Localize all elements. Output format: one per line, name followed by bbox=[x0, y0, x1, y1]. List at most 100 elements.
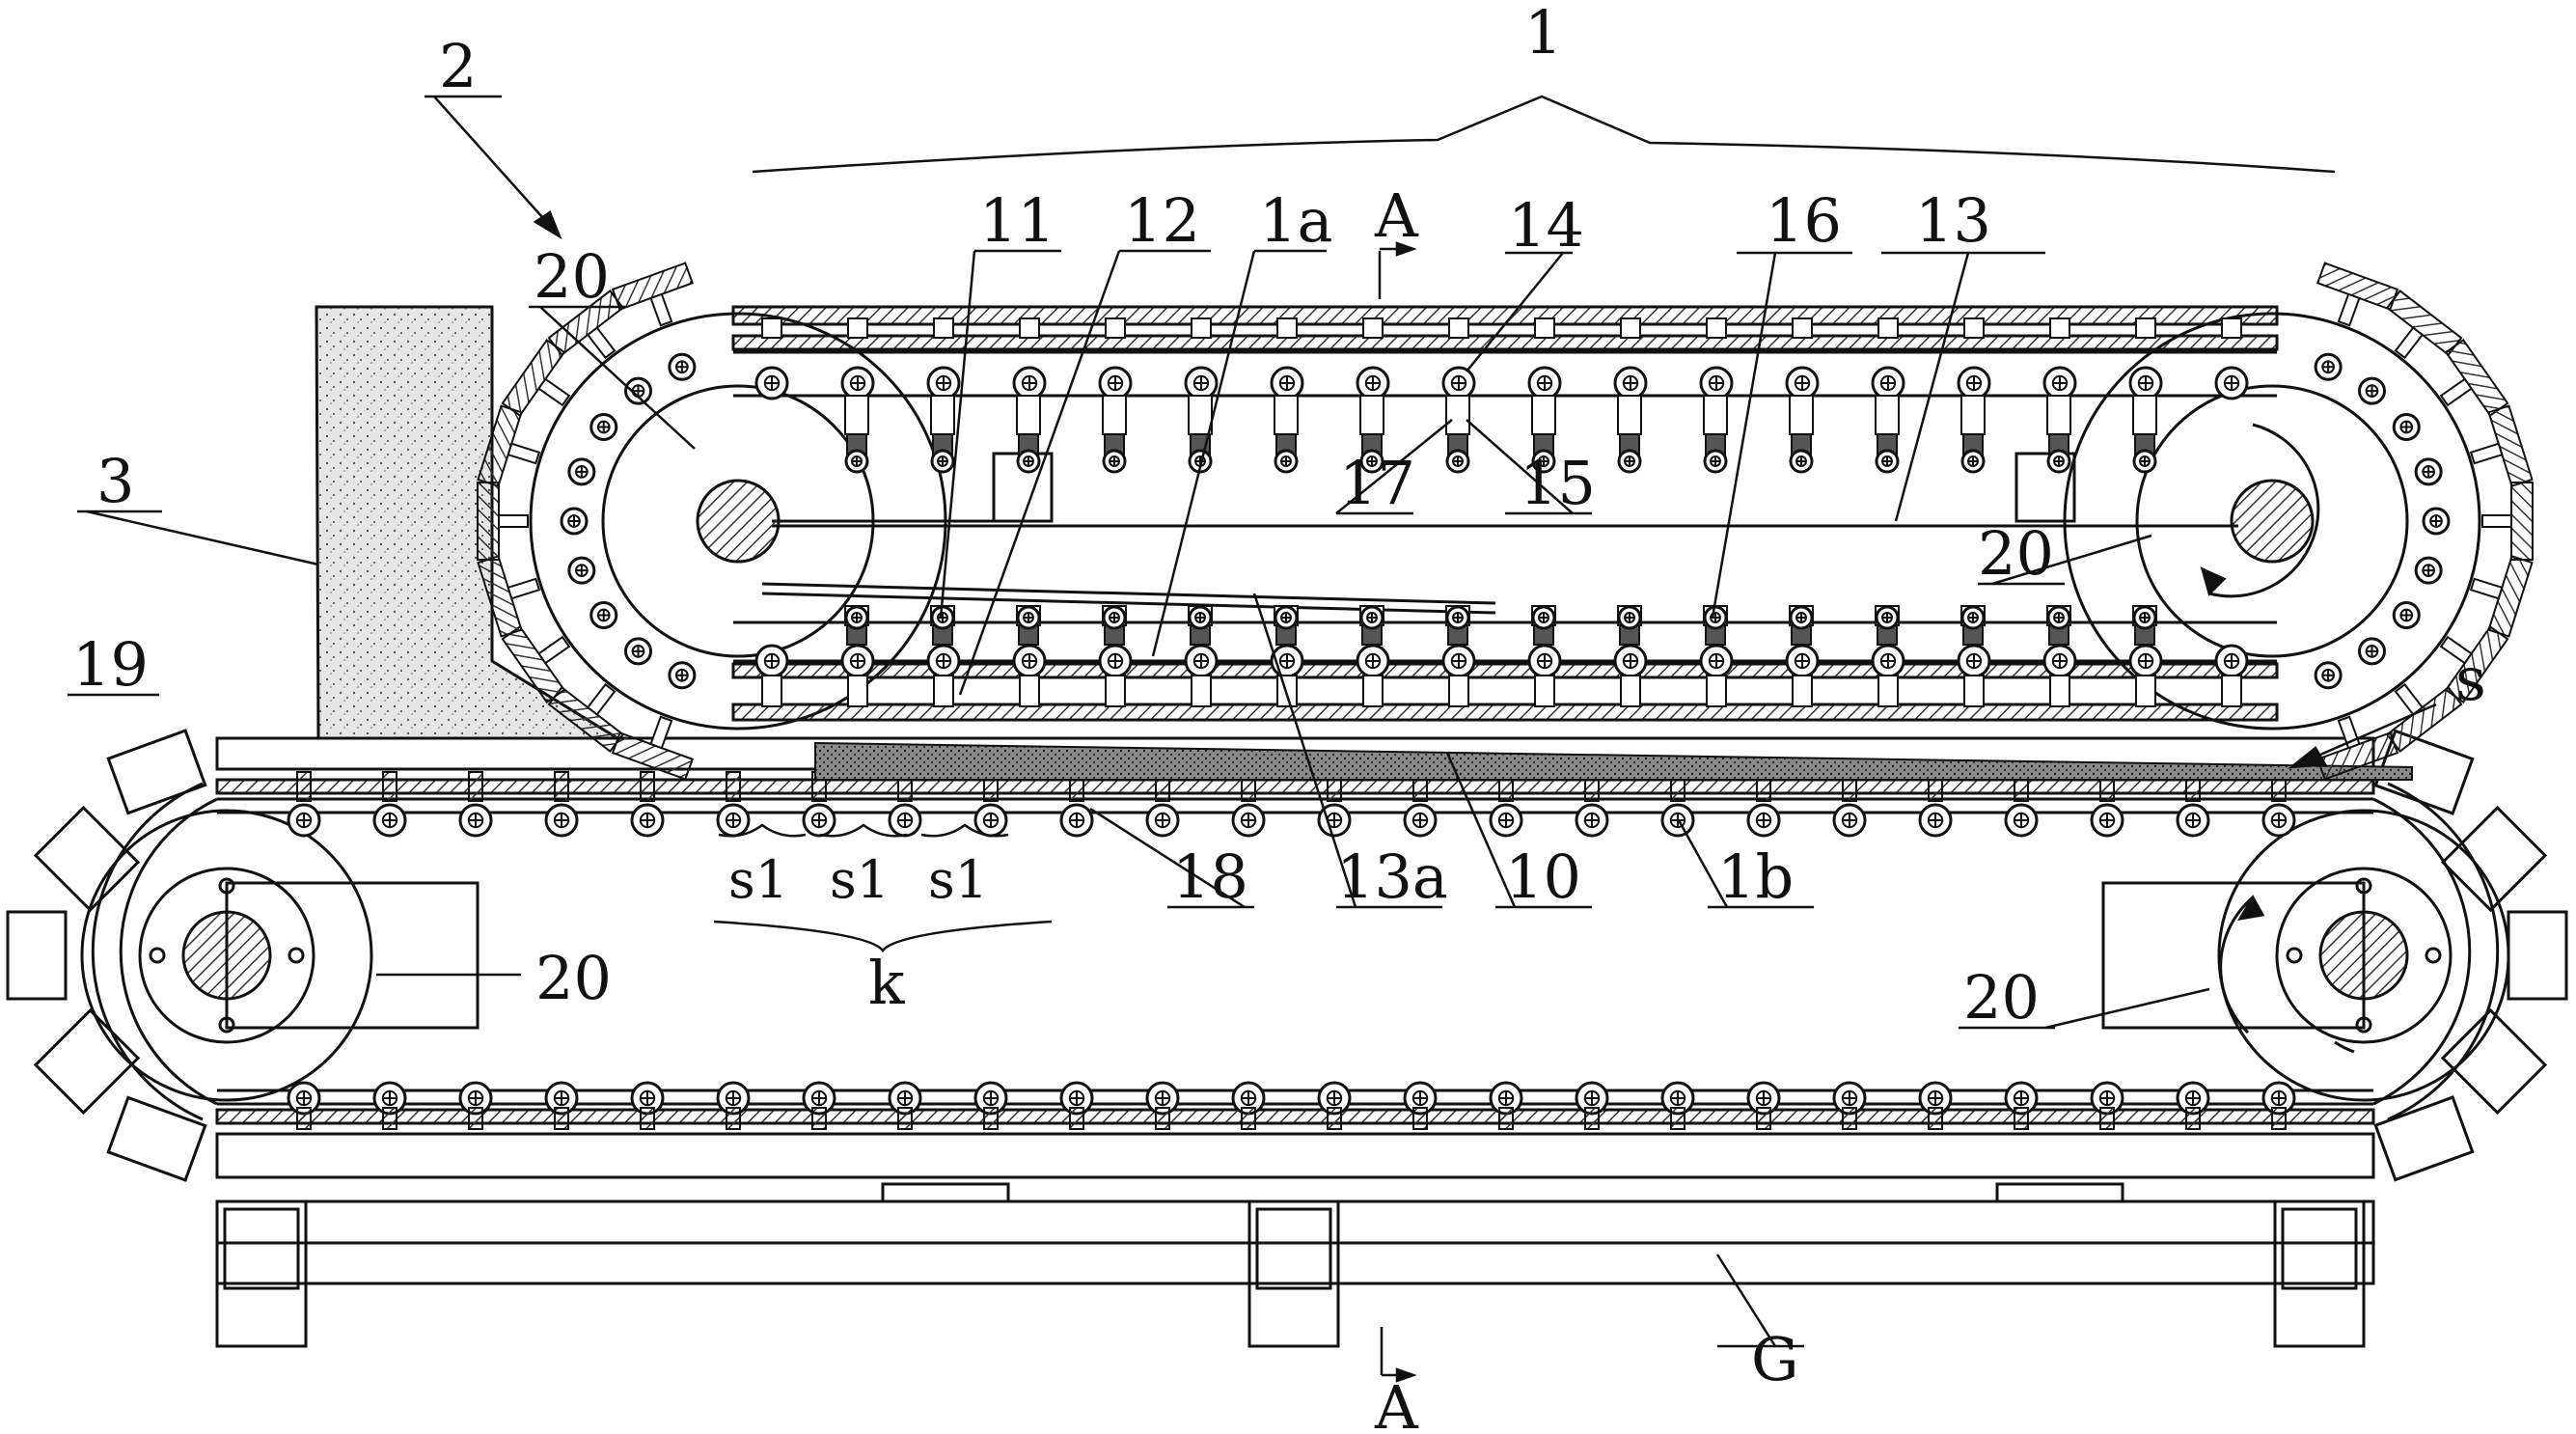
lower-bottom-bracket bbox=[1498, 1107, 1514, 1130]
reference-labels: 1 2 20 3 19 11 12 1a A 14 16 13 17 15 20… bbox=[72, 0, 2486, 1434]
pendant-roller bbox=[2046, 449, 2071, 474]
end-roller bbox=[2392, 412, 2421, 441]
label-10: 10 bbox=[1505, 841, 1581, 912]
upper-top-post bbox=[2221, 317, 2242, 339]
label-14: 14 bbox=[1508, 190, 1584, 261]
end-roller bbox=[567, 457, 596, 486]
end-roller bbox=[624, 376, 653, 405]
upper-left-flights bbox=[477, 262, 697, 781]
label-G: G bbox=[1751, 1324, 1799, 1394]
upper-top-post bbox=[761, 317, 782, 339]
label-1: 1 bbox=[1524, 0, 1562, 68]
lower-left-flights bbox=[6, 729, 207, 1182]
pendant-roller-lower bbox=[2046, 605, 2071, 630]
lower-bottom-bracket bbox=[1756, 1107, 1771, 1130]
lower-bottom-bracket bbox=[1670, 1107, 1685, 1130]
lower-bottom-bracket bbox=[1584, 1107, 1600, 1130]
upper-top-roller bbox=[2214, 366, 2249, 400]
lower-bottom-bracket bbox=[640, 1107, 655, 1130]
lower-bottom-bracket bbox=[382, 1107, 397, 1130]
pendant-arm bbox=[1102, 395, 1127, 474]
lower-top-roller bbox=[1231, 803, 1266, 838]
lower-top-roller bbox=[888, 803, 922, 838]
pendant-arm-lower bbox=[1703, 605, 1728, 646]
lower-bottom-roller bbox=[1489, 1081, 1523, 1116]
upper-bottom-roller bbox=[1785, 644, 1820, 678]
end-flight bbox=[2316, 262, 2399, 327]
lower-top-roller bbox=[1918, 803, 1953, 838]
lower-top-roller bbox=[544, 803, 579, 838]
lower-top-roller bbox=[458, 803, 493, 838]
end-roller bbox=[2414, 556, 2443, 585]
upper-bottom-post bbox=[1105, 675, 1126, 707]
upper-bottom-post bbox=[1620, 675, 1641, 707]
lower-bottom-bracket bbox=[726, 1107, 741, 1130]
material-layer-s bbox=[814, 741, 2413, 781]
pendant-roller bbox=[1445, 449, 1470, 474]
pendant-arm bbox=[930, 395, 955, 474]
label-16: 16 bbox=[1766, 185, 1842, 256]
lower-top-roller bbox=[1832, 803, 1867, 838]
lower-bottom-roller bbox=[2261, 1081, 2296, 1116]
upper-top-post bbox=[1448, 317, 1469, 339]
end-roller bbox=[589, 412, 618, 441]
upper-bottom-roller bbox=[2042, 644, 2077, 678]
end-roller bbox=[589, 601, 618, 630]
upper-bottom-roller bbox=[2128, 644, 2163, 678]
pendant-arm-lower bbox=[1789, 605, 1814, 646]
pendant-arm bbox=[1274, 395, 1299, 474]
end-roller bbox=[2414, 457, 2443, 486]
upper-top-roller bbox=[926, 366, 961, 400]
upper-bottom-roller bbox=[1957, 644, 1991, 678]
pendant-arm bbox=[1789, 395, 1814, 474]
end-flight bbox=[2469, 404, 2534, 487]
label-1a: 1a bbox=[1259, 185, 1332, 256]
upper-top-roller bbox=[1527, 366, 1562, 400]
pendant-roller-lower bbox=[1617, 605, 1642, 630]
pendant-arm-lower bbox=[1445, 605, 1470, 646]
lower-bottom-bracket bbox=[897, 1107, 913, 1130]
upper-top-post bbox=[2049, 317, 2070, 339]
pendant-roller bbox=[930, 449, 955, 474]
lower-bottom-roller bbox=[2004, 1081, 2039, 1116]
label-1b: 1b bbox=[1717, 841, 1794, 912]
upper-bottom-roller bbox=[1699, 644, 1734, 678]
pendant-arm bbox=[844, 395, 869, 474]
label-18: 18 bbox=[1172, 841, 1248, 912]
pendant-arm bbox=[1875, 395, 1900, 474]
end-roller bbox=[668, 661, 697, 690]
pendant-roller-lower bbox=[930, 605, 955, 630]
pendant-roller bbox=[1875, 449, 1900, 474]
lower-top-roller bbox=[1317, 803, 1352, 838]
upper-top-post bbox=[1105, 317, 1126, 339]
lower-bottom-bracket bbox=[296, 1107, 312, 1130]
label-20-upper-left: 20 bbox=[534, 241, 610, 312]
lower-top-roller bbox=[1746, 803, 1781, 838]
pendant-roller-lower bbox=[1960, 605, 1986, 630]
end-roller bbox=[2357, 637, 2386, 666]
lower-bottom-roller bbox=[888, 1081, 922, 1116]
lower-bottom-bracket bbox=[811, 1107, 827, 1130]
upper-top-post bbox=[1620, 317, 1641, 339]
pendant-roller bbox=[1359, 449, 1384, 474]
pendant-roller-lower bbox=[1102, 605, 1127, 630]
label-13a: 13a bbox=[1336, 841, 1448, 912]
pendant-arm-lower bbox=[1617, 605, 1642, 646]
pendant-arm bbox=[1617, 395, 1642, 474]
upper-bottom-post bbox=[2135, 675, 2156, 707]
lower-right-flights bbox=[2373, 729, 2568, 1182]
upper-top-roller bbox=[1356, 366, 1390, 400]
lower-top-roller bbox=[630, 803, 665, 838]
upper-top-post bbox=[2135, 317, 2156, 339]
lower-top-roller bbox=[287, 803, 321, 838]
upper-bottom-roller bbox=[754, 644, 789, 678]
lower-top-roller bbox=[1660, 803, 1695, 838]
upper-top-roller bbox=[2042, 366, 2077, 400]
pendant-roller-lower bbox=[1188, 605, 1213, 630]
label-12: 12 bbox=[1124, 185, 1200, 256]
lower-bottom-bracket bbox=[1842, 1107, 1857, 1130]
upper-top-roller bbox=[1270, 366, 1304, 400]
lower-top-bracket bbox=[468, 771, 483, 802]
lower-bottom-bracket bbox=[983, 1107, 999, 1130]
